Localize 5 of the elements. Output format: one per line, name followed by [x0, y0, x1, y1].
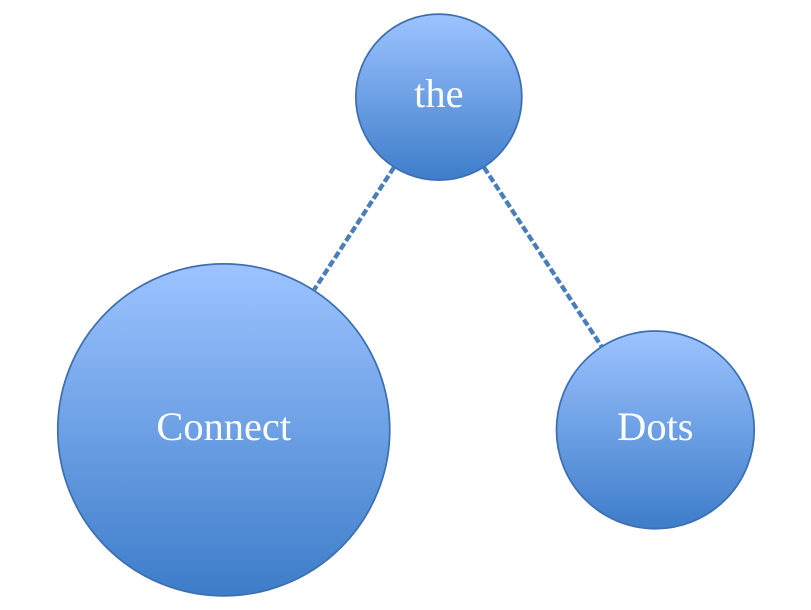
node-circle: Dots [555, 330, 755, 530]
node-circle: Connect [56, 263, 390, 597]
connector [312, 166, 396, 291]
connector [482, 166, 603, 348]
node-circle: the [354, 13, 522, 182]
